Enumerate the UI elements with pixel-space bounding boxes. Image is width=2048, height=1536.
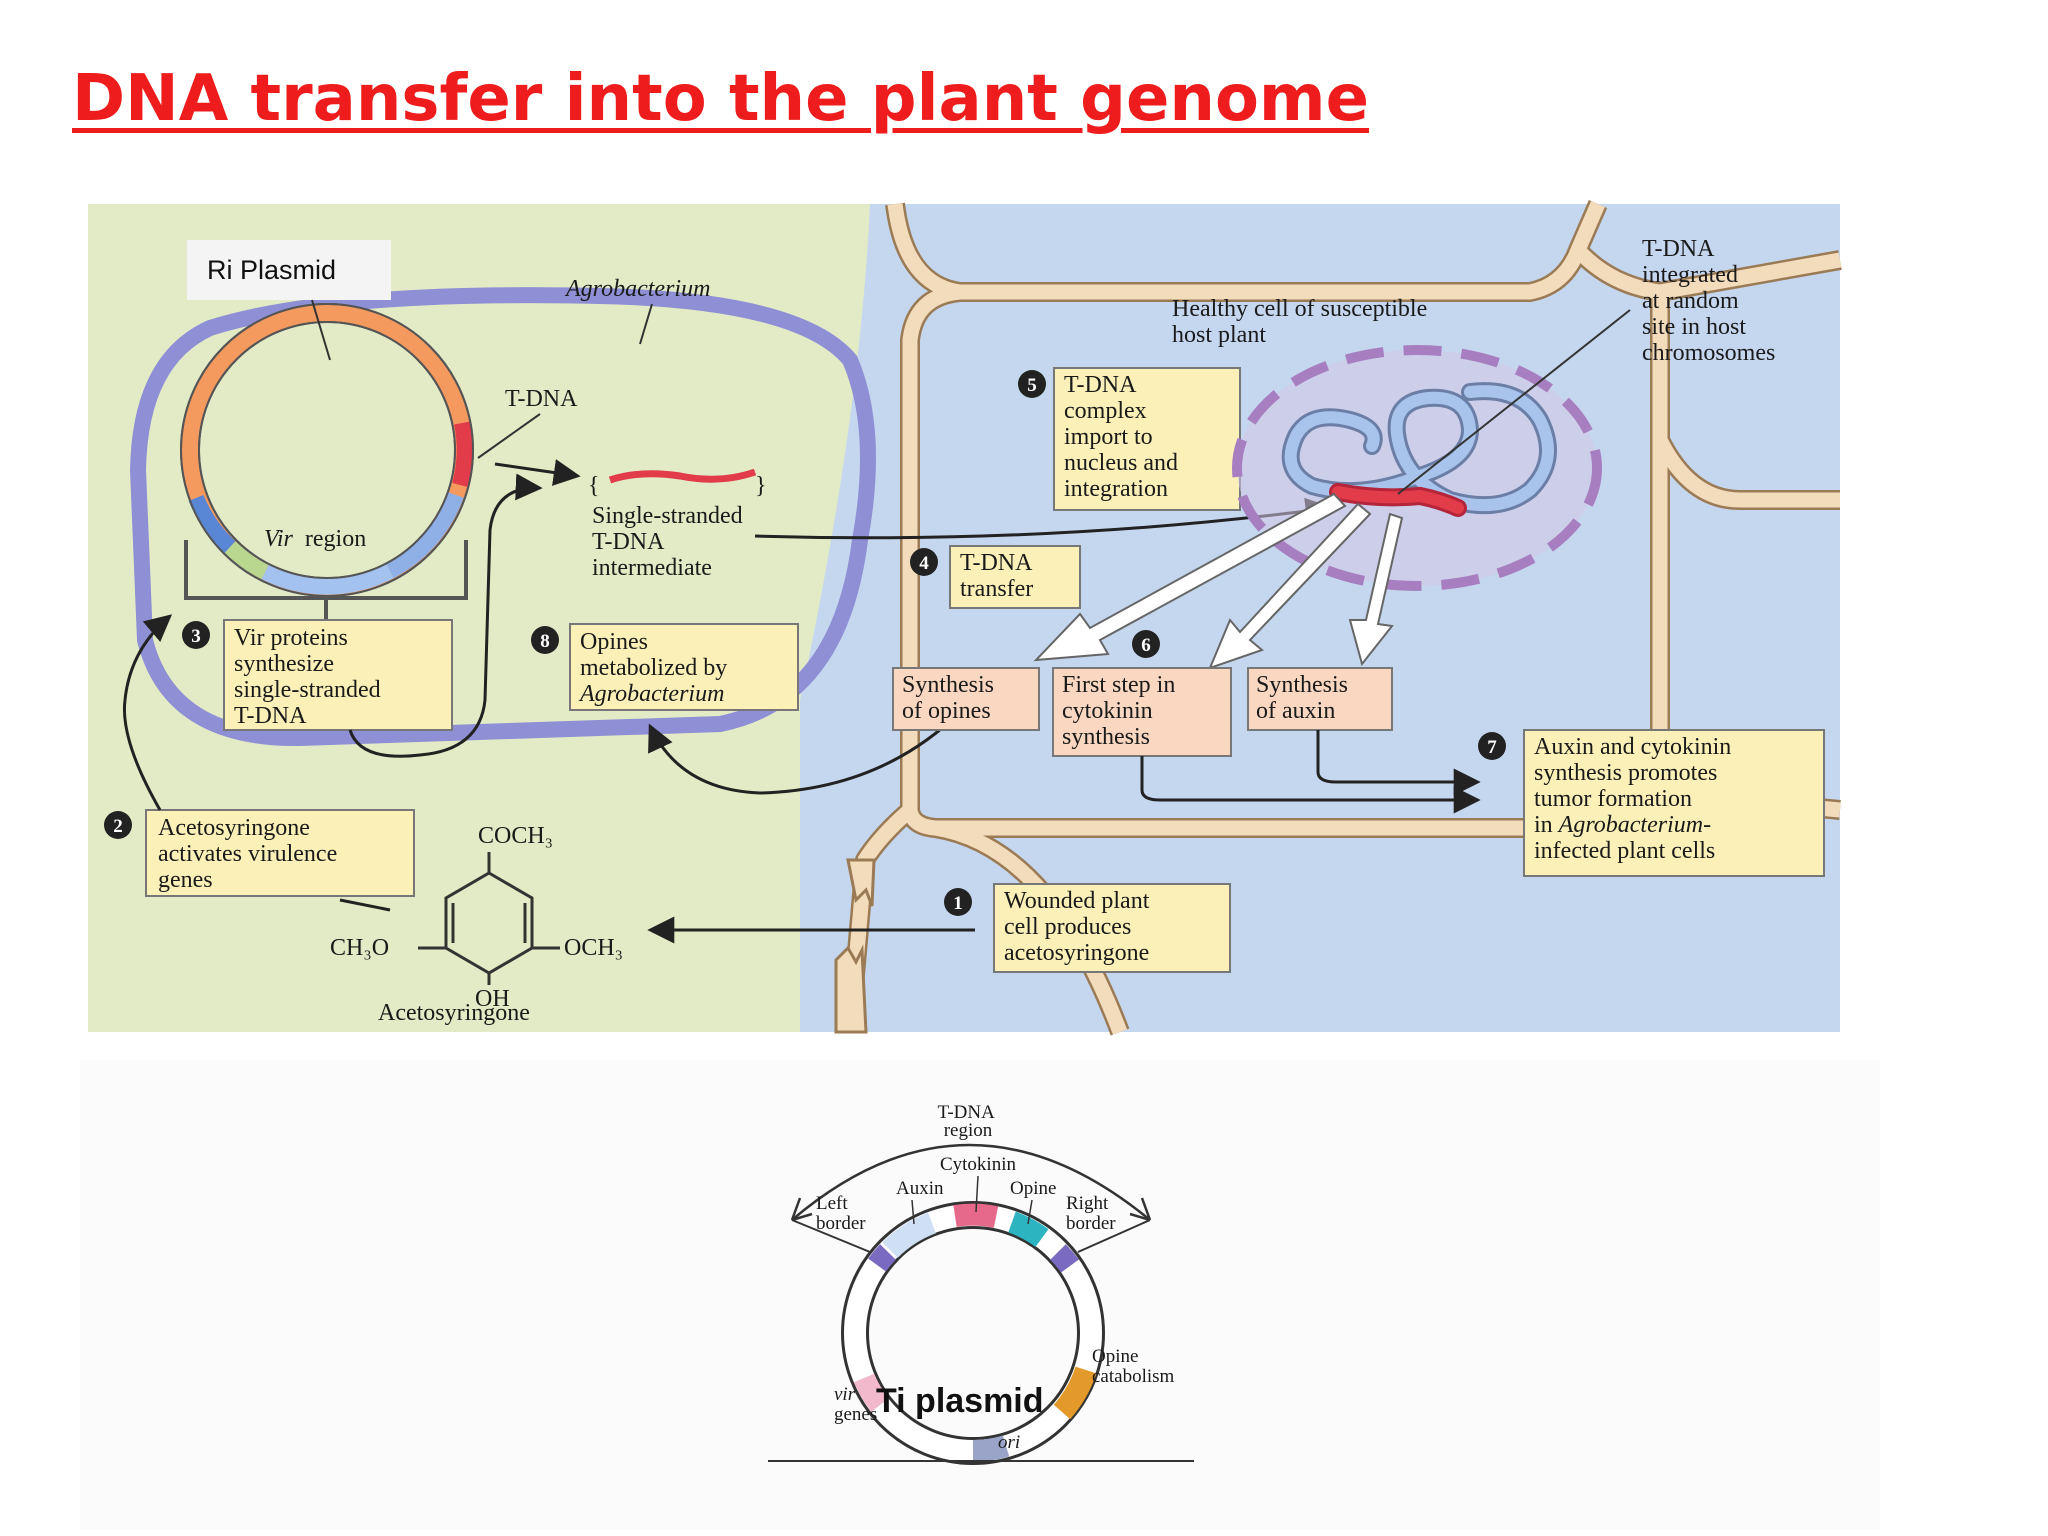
ri-plasmid-circle [180,303,474,597]
tdna-region-arc [791,1143,1151,1221]
arrow-step2-to-vir [122,614,173,811]
svg-text:Synthesis of auxin: Synthesis of auxin [1256,672,1354,724]
ti-plasmid-label: Ti plasmid [876,1382,1044,1420]
ti-cytokinin-label: Cytokinin [940,1154,1017,1175]
single-stranded-label: Single-stranded T-DNA intermediate [592,503,749,581]
single-stranded-tdna: { } [588,468,767,499]
step-8: 8 Opines metabolized by Agrobacterium [531,623,799,711]
nucleus-output-arrows [1033,492,1404,670]
svg-text:{: { [588,473,600,499]
tdna-plasmid-label: T-DNA [505,386,578,412]
ti-tdna-region-label: T-DNA region [937,1102,998,1141]
svg-text:Wounded plant cell pro: Wounded plant cell produces acetosyringo… [1004,888,1155,966]
cytokinin-synthesis-box: First step in cytokinin synthesis [1052,667,1232,757]
ti-vir-genes-label: vir genes [834,1384,877,1425]
ti-plasmid-diagram: T-DNA region Cytokinin Auxin Opine Left … [80,1060,1880,1530]
svg-text:infected plant cells: infected plant cells [1534,838,1715,864]
svg-text:Vir proteins synthesiz: Vir proteins synthesize single-stranded … [234,625,387,729]
step-4: 4 T-DNA transfer [910,545,1081,609]
main-diagram: Ri Plasmid Agrobacterium T-DNA Vir regio… [88,200,1842,1036]
agrobacterium-cell [129,287,876,747]
svg-text:8: 8 [540,631,550,652]
step-7: 7 Auxin and cytokinin synthesis promotes… [1478,729,1825,877]
arrow-cytokinin-to-tumor [1140,756,1481,814]
arrow-auxin-to-tumor [1316,730,1481,796]
arrow-opines-to-bacterium [648,710,962,795]
vir-region-label: Vir region [264,526,366,552]
ri-plasmid-label-box: Ri Plasmid [187,240,391,361]
svg-text:4: 4 [919,553,929,574]
ti-opine-catabolism-label: Opine catabolism [1092,1346,1175,1387]
acetosyringone-label: Acetosyringone [378,1000,530,1026]
step-3: 3 Vir proteins synthesize single-strande… [182,619,453,731]
slide-title: DNA transfer into the plant genome [72,62,1369,136]
arrow-plasmid-to-tdna [494,459,581,486]
svg-text:First step in cytoki: First step in cytokinin synthesis [1062,672,1181,750]
svg-text:Acetosyringone activat: Acetosyringone activates virulence genes [158,815,343,893]
svg-text:2: 2 [113,816,123,837]
svg-text:T-DNA complex: T-DNA complex import to nucleus and inte… [1064,372,1184,502]
step-2: 2 Acetosyringone activates virulence gen… [104,809,415,897]
svg-text:T-DNA transfer: T-DNA transfer [960,550,1037,602]
arrow-acetosyringone-to-step2 [339,898,391,912]
svg-text:Auxin and cytokinin sy: Auxin and cytokinin synthesis promotes t… [1534,734,1737,812]
synthesis-of-opines-box: Synthesis of opines [892,667,1040,731]
nucleus [1232,345,1602,591]
svg-text:Synthesis of opines: Synthesis of opines [902,672,1000,724]
acetosyringone-molecule [418,852,560,985]
svg-text:1: 1 [953,893,963,914]
tdna-integrated-label: T-DNA integrated at random site in host … [1642,236,1775,366]
svg-text:in Agrobacterium-: in Agrobacterium- [1534,812,1711,838]
svg-text:6: 6 [1141,635,1151,656]
ti-ori-label: ori [998,1432,1020,1453]
chem-group-top: COCH₃ [478,823,553,849]
chromosome [1281,382,1557,517]
step-5: 5 T-DNA complex import to nucleus and in… [1018,367,1241,511]
wounded-cell-wall [834,858,876,1034]
step-6: 6 Synthesis of opines First step in cyto… [892,630,1393,757]
svg-text:3: 3 [191,626,201,647]
svg-text:}: } [755,473,767,499]
svg-text:7: 7 [1487,737,1497,758]
synthesis-of-auxin-box: Synthesis of auxin [1247,667,1393,731]
svg-text:Opines metabolized by: Opines metabolized by Agrobacterium [578,629,733,707]
chem-group-left: CH₃O [330,935,389,961]
arrow-step3-to-tdna [348,473,543,758]
ti-right-border-label: Right border [1066,1193,1116,1234]
chem-group-bottom: OH [475,986,510,1012]
healthy-cell-label: Healthy cell of susceptible host plant [1172,296,1433,348]
step-1: 1 Wounded plant cell produces acetosyrin… [944,883,1231,973]
ti-opine-label: Opine [1010,1178,1056,1199]
ti-left-border-label: Left border [816,1193,866,1234]
chem-group-right: OCH₃ [564,935,623,961]
agrobacterium-label: Agrobacterium [564,276,710,302]
ri-plasmid-label: Ri Plasmid [207,255,336,285]
svg-text:5: 5 [1027,375,1037,396]
ti-auxin-label: Auxin [896,1178,944,1199]
